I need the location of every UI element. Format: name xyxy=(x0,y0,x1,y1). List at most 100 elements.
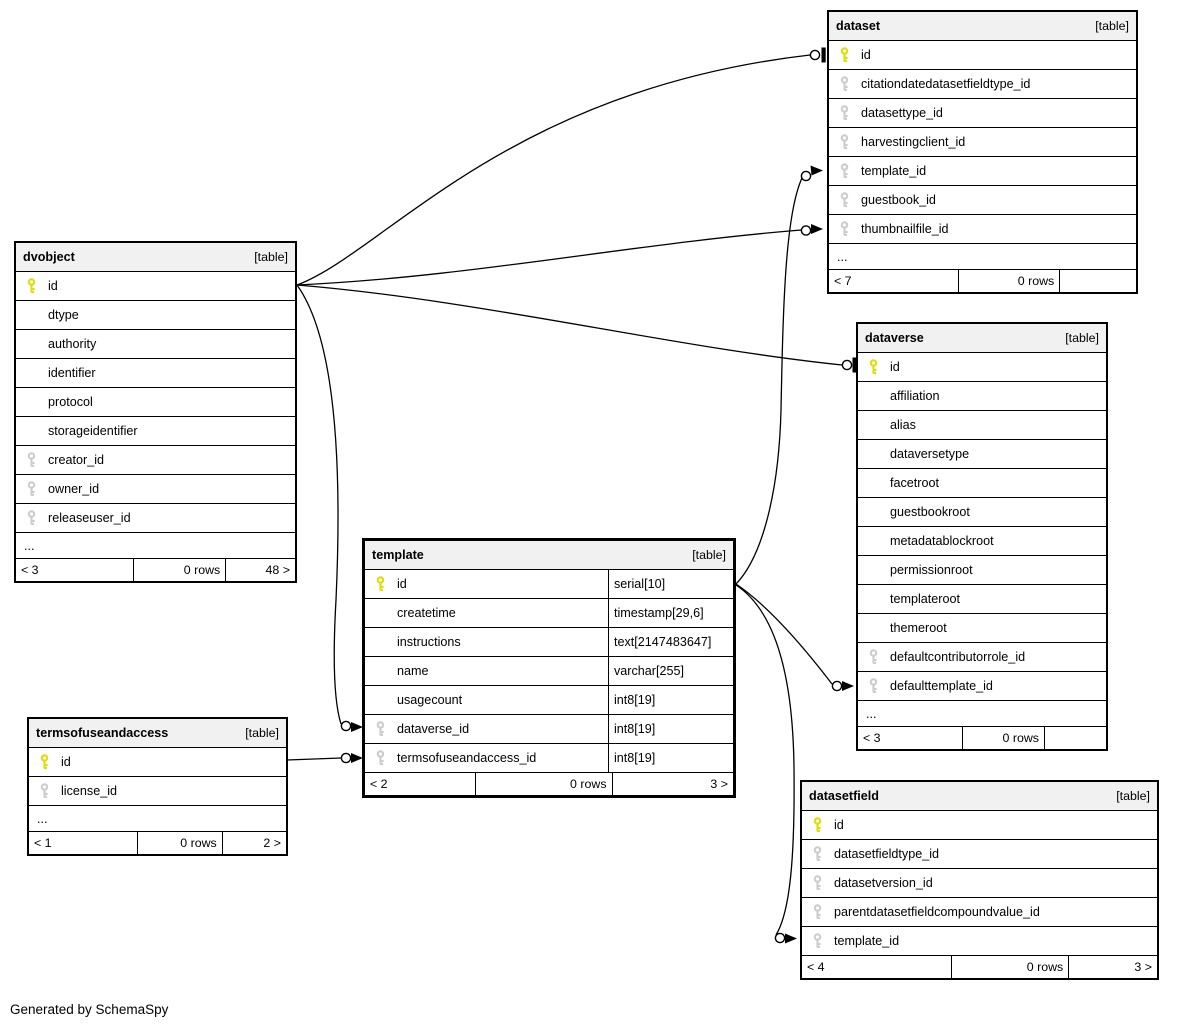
column-name: id xyxy=(61,755,71,769)
column-row-datasetversion_id: datasetversion_id xyxy=(802,868,1157,897)
parents-count: < 3 xyxy=(863,731,881,745)
column-type: serial[10] xyxy=(608,570,733,598)
primary-key-icon xyxy=(868,359,881,375)
foreign-key-icon xyxy=(868,678,881,694)
column-type: int8[19] xyxy=(608,744,733,772)
column-row-termsofuseandaccess_id: termsofuseandaccess_id int8[19] xyxy=(365,743,733,772)
table-header: dataset[table] xyxy=(829,12,1136,40)
primary-key-icon xyxy=(812,817,825,833)
foreign-key-icon xyxy=(839,105,852,121)
parents-count: < 3 xyxy=(21,563,39,577)
column-name: termsofuseandaccess_id xyxy=(397,751,537,765)
table-title[interactable]: dataset xyxy=(836,19,881,33)
column-name: usagecount xyxy=(397,693,463,707)
column-name: owner_id xyxy=(48,482,100,496)
column-type: varchar[255] xyxy=(608,657,733,685)
column-name: alias xyxy=(890,418,916,432)
foreign-key-icon xyxy=(812,846,825,862)
generated-by-note: Generated by SchemaSpy xyxy=(10,1002,169,1017)
foreign-key-icon xyxy=(839,221,852,237)
table-header: termsofuseandaccess [table] xyxy=(29,719,286,747)
primary-key-icon xyxy=(39,754,52,770)
table-template[interactable]: template [table] id serial[10] createtime tim… xyxy=(362,538,736,798)
table-title[interactable]: termsofuseandaccess xyxy=(36,726,169,740)
column-name: instructions xyxy=(397,635,461,649)
table-header: template [table] xyxy=(365,541,733,569)
column-row-id: id serial[10] xyxy=(365,569,733,598)
column-row-dataversetype: dataversetype xyxy=(858,439,1106,468)
column-name: releaseuser_id xyxy=(48,511,131,525)
rows-count: 0 rows xyxy=(475,773,611,795)
column-row-authority: authority xyxy=(16,329,295,358)
column-row-releaseuser_id: releaseuser_id xyxy=(16,503,295,532)
column-row-id: id xyxy=(29,747,286,776)
column-name: createtime xyxy=(397,606,456,620)
column-name: guestbook_id xyxy=(861,193,936,207)
column-name: id xyxy=(834,818,844,832)
column-name: authority xyxy=(48,337,97,351)
parents-count: < 2 xyxy=(370,777,388,791)
no-key-spacer xyxy=(868,504,881,520)
table-type-badge: [table] xyxy=(692,548,726,562)
column-row-id: id xyxy=(802,810,1157,839)
no-key-spacer xyxy=(375,692,388,708)
children-count: 3 > xyxy=(1068,956,1157,978)
column-row-datasetfieldtype_id: datasetfieldtype_id xyxy=(802,839,1157,868)
column-row-citationdatedatasetfieldtype_id: citationdatedatasetfieldtype_id xyxy=(829,69,1136,98)
column-row-usagecount: usagecount int8[19] xyxy=(365,685,733,714)
column-name: datasetversion_id xyxy=(834,876,933,890)
column-type: int8[19] xyxy=(608,686,733,714)
table-title[interactable]: template xyxy=(372,548,424,562)
no-key-spacer xyxy=(868,446,881,462)
column-name: themeroot xyxy=(890,621,947,635)
column-name: license_id xyxy=(61,784,118,798)
column-name: harvestingclient_id xyxy=(861,135,966,149)
foreign-key-icon xyxy=(839,134,852,150)
no-key-spacer xyxy=(868,417,881,433)
column-row-harvestingclient_id: harvestingclient_id xyxy=(829,127,1136,156)
no-key-spacer xyxy=(375,605,388,621)
column-row-metadatablockroot: metadatablockroot xyxy=(858,526,1106,555)
column-name: citationdatedatasetfieldtype_id xyxy=(861,77,1031,91)
column-name: metadatablockroot xyxy=(890,534,994,548)
column-type: timestamp[29,6] xyxy=(608,599,733,627)
children-count xyxy=(1043,727,1106,749)
foreign-key-icon xyxy=(839,76,852,92)
foreign-key-icon xyxy=(26,452,39,468)
column-name: template_id xyxy=(834,934,900,948)
column-name: dataverse_id xyxy=(397,722,470,736)
column-row-datasettype_id: datasettype_id xyxy=(829,98,1136,127)
table-header: dataverse[table] xyxy=(858,324,1106,352)
column-name: datasetfieldtype_id xyxy=(834,847,940,861)
table-title[interactable]: dataverse xyxy=(865,331,924,345)
table-type-badge: [table] xyxy=(245,726,279,740)
table-title[interactable]: dvobject xyxy=(23,250,75,264)
column-row-owner_id: owner_id xyxy=(16,474,295,503)
column-row-id: id xyxy=(829,40,1136,69)
table-type-badge: [table] xyxy=(254,250,288,264)
foreign-key-icon xyxy=(375,750,388,766)
column-row-storageidentifier: storageidentifier xyxy=(16,416,295,445)
column-row-protocol: protocol xyxy=(16,387,295,416)
column-name: identifier xyxy=(48,366,96,380)
table-title[interactable]: datasetfield xyxy=(809,789,879,803)
column-name: templateroot xyxy=(890,592,961,606)
column-row-parentdatasetfieldcompoundvalue_id: parentdatasetfieldcompoundvalue_id xyxy=(802,897,1157,926)
column-row-id: id xyxy=(16,271,295,300)
table-dataset[interactable]: dataset[table]id citationdatedatasetfield… xyxy=(827,10,1138,294)
column-row-defaulttemplate_id: defaulttemplate_id xyxy=(858,671,1106,700)
foreign-key-icon xyxy=(26,481,39,497)
primary-key-icon xyxy=(375,576,388,592)
primary-key-icon xyxy=(839,47,852,63)
column-row-dtype: dtype xyxy=(16,300,295,329)
column-name: permissionroot xyxy=(890,563,973,577)
column-name: id xyxy=(397,577,407,591)
